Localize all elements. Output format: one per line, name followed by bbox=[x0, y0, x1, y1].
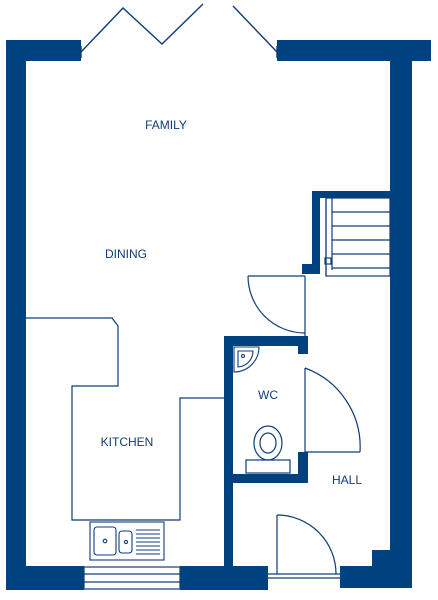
bifold-doors bbox=[80, 3, 278, 58]
door-wc bbox=[304, 367, 361, 453]
wall-right bbox=[390, 40, 412, 588]
kitchen-worktops bbox=[26, 317, 224, 521]
door-dining bbox=[247, 275, 306, 336]
room-label-kitchen: KITCHEN bbox=[101, 435, 154, 449]
room-label-family: FAMILY bbox=[145, 118, 187, 132]
room-label-hall: HALL bbox=[332, 473, 362, 487]
wall-left bbox=[6, 40, 26, 590]
bifold-door-right bbox=[232, 5, 278, 53]
room-label-wc: WC bbox=[258, 388, 278, 402]
room-label-dining: DINING bbox=[105, 247, 147, 261]
toilet bbox=[245, 425, 291, 474]
kitchen-sink bbox=[89, 521, 165, 561]
staircase bbox=[302, 191, 392, 277]
wall-bottom-left bbox=[6, 566, 84, 590]
corner-basin bbox=[233, 346, 260, 373]
wall-bottom-right bbox=[340, 566, 412, 588]
bifold-door-left bbox=[80, 3, 204, 53]
door-front bbox=[268, 514, 340, 579]
wc-walls bbox=[224, 336, 308, 576]
kitchen-window bbox=[83, 566, 181, 590]
outer-walls bbox=[6, 40, 431, 590]
